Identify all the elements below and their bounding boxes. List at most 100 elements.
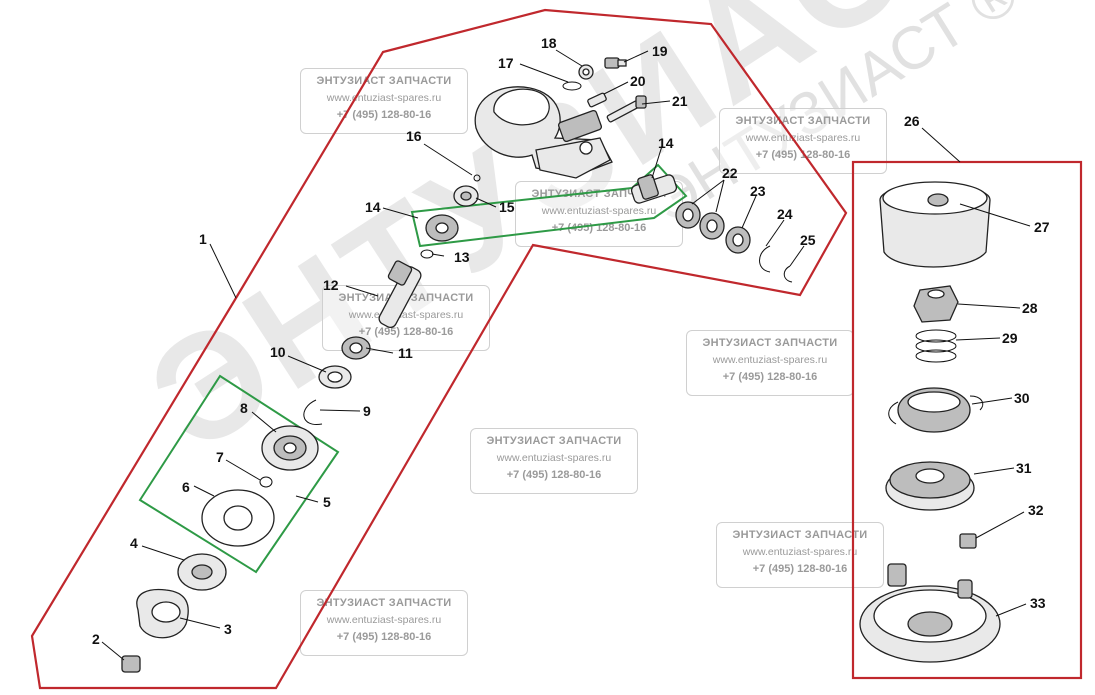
watermark-phone: +7 (495) 128-80-16 xyxy=(358,326,454,338)
part-label-24: 24 xyxy=(777,206,793,222)
part-label-10: 10 xyxy=(270,344,286,360)
watermark-url: www.entuziast-spares.ru xyxy=(742,546,858,558)
spool-31 xyxy=(885,461,975,511)
watermark-title: ЭНТУЗИАСТ ЗАПЧАСТИ xyxy=(316,597,452,609)
part-label-21: 21 xyxy=(672,93,688,109)
part-label-22: 22 xyxy=(722,165,738,181)
bearing-23 xyxy=(725,226,751,254)
part-label-4: 4 xyxy=(130,535,138,551)
part-label-14-left: 14 xyxy=(365,199,381,215)
watermark-url: www.entuziast-spares.ru xyxy=(348,309,464,321)
watermark-url: www.entuziast-spares.ru xyxy=(712,354,828,366)
watermark-url: www.entuziast-spares.ru xyxy=(745,132,861,144)
circlip-25 xyxy=(783,265,793,283)
part-label-12: 12 xyxy=(323,277,339,293)
watermark-phone: +7 (495) 128-80-16 xyxy=(551,222,647,234)
watermark-title: ЭНТУЗИАСТ ЗАПЧАСТИ xyxy=(702,337,838,349)
trimmer-head-group-outline xyxy=(851,160,1083,680)
watermark-url: www.entuziast-spares.ru xyxy=(541,205,657,217)
part-label-30: 30 xyxy=(1014,390,1030,406)
part-label-9: 9 xyxy=(363,403,371,419)
watermark-phone: +7 (495) 128-80-16 xyxy=(755,149,851,161)
part-label-13: 13 xyxy=(454,249,470,265)
watermark-phone: +7 (495) 128-80-16 xyxy=(336,631,432,643)
circlip-24 xyxy=(759,245,771,273)
part-label-1: 1 xyxy=(199,231,207,247)
part-label-33: 33 xyxy=(1030,595,1046,611)
gearbox-group-outline xyxy=(30,8,848,690)
watermark-phone: +7 (495) 128-80-16 xyxy=(752,563,848,575)
watermark-phone: +7 (495) 128-80-16 xyxy=(506,469,602,481)
watermark-box: ЭНТУЗИАСТ ЗАПЧАСТИ www.entuziast-spares.… xyxy=(300,68,468,134)
flange-8 xyxy=(261,425,319,471)
bearings-22 xyxy=(675,201,725,240)
part-label-7: 7 xyxy=(216,449,224,465)
part-label-27: 27 xyxy=(1034,219,1050,235)
spring-29 xyxy=(915,329,957,363)
part-label-23: 23 xyxy=(750,183,766,199)
nut-2 xyxy=(121,655,141,673)
watermark-title: ЭНТУЗИАСТ ЗАПЧАСТИ xyxy=(732,529,868,541)
washer-18 xyxy=(578,64,594,80)
leader-lines xyxy=(101,49,1031,661)
part-label-26: 26 xyxy=(904,113,920,129)
head-base-33 xyxy=(859,563,1001,663)
watermark-title: ЭНТУЗИАСТ ЗАПЧАСТИ xyxy=(316,75,452,87)
part-label-5: 5 xyxy=(323,494,331,510)
part-label-31: 31 xyxy=(1016,460,1032,476)
part-labels: 1 2 3 4 5 6 7 8 9 10 11 12 13 14 14 15 1… xyxy=(92,35,1050,647)
pinion-gear-shaft xyxy=(630,174,678,204)
circlip-16 xyxy=(473,174,481,182)
screw-19 xyxy=(604,57,627,69)
bolt-20 xyxy=(587,92,607,108)
watermark-box: ЭНТУЗИАСТ ЗАПЧАСТИ www.entuziast-spares.… xyxy=(300,590,468,656)
washer-10 xyxy=(318,365,352,389)
part-label-2: 2 xyxy=(92,631,100,647)
cup-4 xyxy=(177,553,227,591)
part-label-15: 15 xyxy=(499,199,515,215)
part-label-14-right: 14 xyxy=(658,135,674,151)
ring-13 xyxy=(420,249,434,259)
ring-7 xyxy=(259,476,273,488)
part-label-19: 19 xyxy=(652,43,668,59)
washer-6 xyxy=(201,489,275,547)
spindle-12 xyxy=(378,260,422,329)
circlip-9 xyxy=(303,399,323,425)
part-label-3: 3 xyxy=(224,621,232,637)
watermark-box: ЭНТУЗИАСТ ЗАПЧАСТИ www.entuziast-spares.… xyxy=(515,181,683,247)
watermark-title: ЭНТУЗИАСТ ЗАПЧАСТИ xyxy=(735,115,871,127)
bearing-15 xyxy=(453,185,479,207)
bolt-17 xyxy=(562,81,582,91)
bolt-21 xyxy=(606,95,647,123)
part-label-6: 6 xyxy=(182,479,190,495)
watermark-url: www.entuziast-spares.ru xyxy=(496,452,612,464)
watermark-box: ЭНТУЗИАСТ ЗАПЧАСТИ www.entuziast-spares.… xyxy=(470,428,638,494)
part-label-16: 16 xyxy=(406,128,422,144)
bevel-gear-14 xyxy=(425,214,459,242)
part-label-25: 25 xyxy=(800,232,816,248)
bearing-11 xyxy=(341,336,371,360)
watermark-phone: +7 (495) 128-80-16 xyxy=(336,109,432,121)
watermark-box: ЭНТУЗИАСТ ЗАПЧАСТИ www.entuziast-spares.… xyxy=(686,330,854,396)
watermark-title: ЭНТУЗИАСТ ЗАПЧАСТИ xyxy=(486,435,622,447)
eyelet-32 xyxy=(959,533,977,549)
part-label-18: 18 xyxy=(541,35,557,51)
part-label-20: 20 xyxy=(630,73,646,89)
watermark-box: ЭНТУЗИАСТ ЗАПЧАСТИ www.entuziast-spares.… xyxy=(716,522,884,588)
nut-28 xyxy=(913,285,959,323)
gearbox-housing xyxy=(474,86,613,179)
part-label-32: 32 xyxy=(1028,502,1044,518)
head-cover-27 xyxy=(879,181,991,268)
watermark-url: www.entuziast-spares.ru xyxy=(326,92,442,104)
part-label-11: 11 xyxy=(398,345,413,361)
cup-3 xyxy=(136,588,189,639)
spool-line-30 xyxy=(888,387,984,433)
part-label-29: 29 xyxy=(1002,330,1018,346)
watermark-phone: +7 (495) 128-80-16 xyxy=(722,371,818,383)
watermark-url: www.entuziast-spares.ru xyxy=(326,614,442,626)
part-label-28: 28 xyxy=(1022,300,1038,316)
part-label-17: 17 xyxy=(498,55,514,71)
part-label-8: 8 xyxy=(240,400,248,416)
